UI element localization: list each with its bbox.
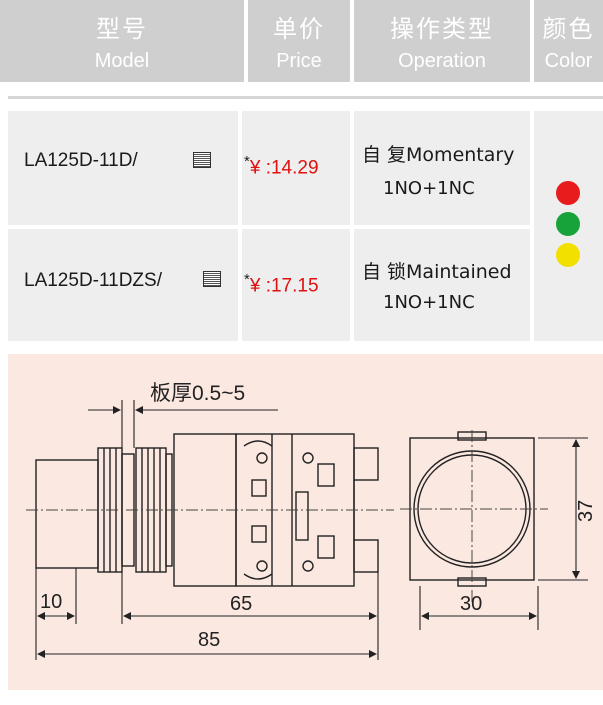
row2-operation-cell [354, 229, 530, 341]
dim-85-label: 85 [198, 629, 220, 651]
row2-op-contacts: 1NO+1NC [383, 292, 475, 313]
header-price: 单价 Price [248, 0, 350, 82]
header-model: 型号 Model [0, 0, 244, 82]
header-color-cn: 颜色 [542, 15, 595, 43]
header-color: 颜色 Color [534, 0, 603, 82]
row1-price-cell [242, 111, 350, 225]
row2-model-cell [8, 229, 238, 341]
dimension-drawing: 板厚0.5~5 10 65 85 30 37 [8, 354, 603, 690]
header-model-en: Model [94, 50, 150, 72]
button-cap [35, 459, 99, 569]
dim-10-label: 10 [40, 591, 62, 613]
color-dot-red [556, 181, 580, 205]
row1-op-type: 自 复Momentary [362, 144, 515, 166]
panel-thickness-label: 板厚0.5~5 [150, 382, 245, 405]
row1-model: LA125D-11D/ [24, 150, 138, 171]
header-model-cn: 型号 [96, 15, 148, 43]
row1-price-star: * [244, 153, 250, 170]
dim-37-label: 37 [575, 500, 597, 522]
header-operation-cn: 操作类型 [390, 15, 494, 43]
row1-operation-cell [354, 111, 530, 225]
dimension-drawing-svg: 板厚0.5~5 10 65 85 30 37 [26, 382, 597, 660]
row1-op-contacts: 1NO+1NC [383, 178, 475, 199]
row2-op-type: 自 锁Maintained [362, 261, 512, 283]
row1-price-value: ¥ :14.29 [249, 157, 319, 179]
color-dot-green [556, 212, 580, 236]
header-price-cn: 单价 [273, 15, 325, 43]
dim-30-label: 30 [460, 593, 482, 615]
header-separator [8, 96, 603, 99]
row2-model: LA125D-11DZS/ [24, 270, 162, 291]
header-color-en: Color [544, 50, 593, 72]
dim-65-label: 65 [230, 593, 252, 615]
header-price-en: Price [276, 50, 322, 72]
color-dot-yellow [556, 243, 580, 267]
row2-price-cell [242, 229, 350, 341]
row2-price: *¥ :17.15 [244, 271, 319, 297]
list-icon [193, 152, 211, 168]
header-operation: 操作类型 Operation [354, 0, 530, 82]
list-icon [203, 271, 221, 287]
header-operation-en: Operation [398, 50, 486, 72]
row2-price-star: * [244, 271, 250, 288]
row1-price: *¥ :14.29 [244, 153, 319, 179]
row2-price-value: ¥ :17.15 [249, 275, 319, 297]
row1-model-cell [8, 111, 238, 225]
